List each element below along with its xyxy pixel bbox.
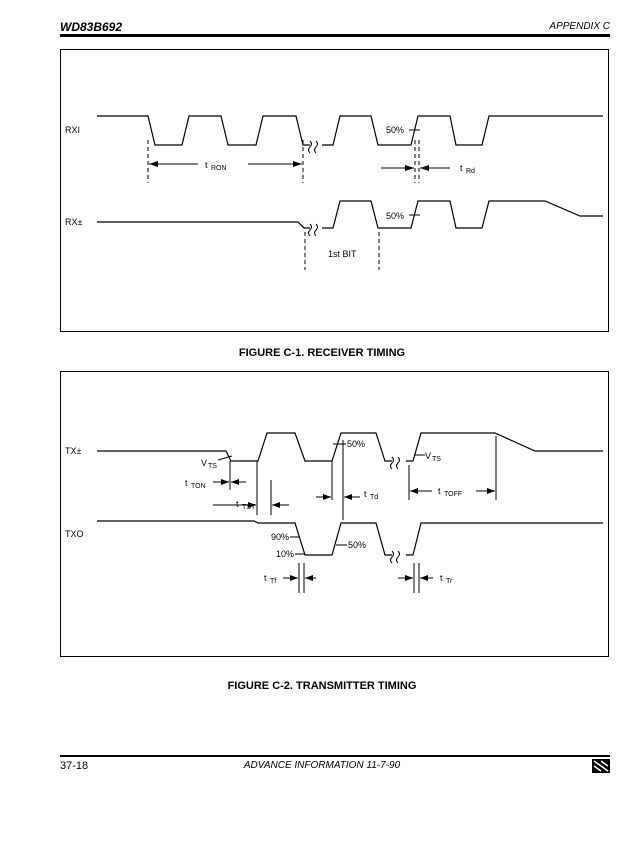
- t-rd-t: t: [460, 163, 463, 173]
- t-tf-t: t: [264, 573, 267, 583]
- pct-50-a: 50%: [386, 125, 404, 135]
- t-tr-t: t: [440, 573, 443, 583]
- txo-waveform: [97, 520, 392, 556]
- advance-information: ADVANCE INFORMATION 11-7-90: [243, 760, 401, 771]
- figure-c2-caption: FIGURE C-2. TRANSMITTER TIMING: [227, 680, 417, 692]
- t-ton-t: t: [185, 478, 188, 488]
- t-toff-t: t: [438, 486, 441, 496]
- header-rule: [60, 34, 610, 37]
- break-symbol: [308, 140, 318, 154]
- t-ron-sub: RON: [211, 165, 227, 172]
- first-bit-label: 1st BIT: [328, 249, 357, 259]
- part-number: WD83B692: [60, 20, 123, 34]
- t-tst-sub: TST: [242, 504, 256, 511]
- t-ton-sub: TON: [191, 483, 206, 490]
- vts-a-v: V: [201, 458, 207, 468]
- page-number: 37-18: [60, 760, 89, 772]
- pct-50-b: 50%: [386, 211, 404, 221]
- t-tf-sub: Tf: [270, 578, 276, 585]
- t-td-t: t: [364, 489, 367, 499]
- txo-label: TXO: [65, 529, 84, 539]
- vts-b-v: V: [425, 451, 431, 461]
- figure-c2-frame: [60, 371, 609, 657]
- tx-label: TX±: [65, 446, 82, 456]
- pct-90: 90%: [271, 532, 289, 542]
- t-tr-sub: Tr: [446, 578, 453, 585]
- pct-50-txo: 50%: [348, 540, 366, 550]
- wd-logo-icon: [592, 759, 610, 773]
- tx-waveform: [97, 432, 392, 462]
- pct-50-tx: 50%: [347, 439, 365, 449]
- rx-label: RX±: [65, 217, 83, 227]
- figure-c1-frame: [60, 49, 609, 332]
- figure-c1-caption: FIGURE C-1. RECEIVER TIMING: [238, 347, 406, 359]
- rxi-label: RXI: [65, 125, 80, 135]
- pct-10: 10%: [276, 549, 294, 559]
- t-rd-sub: Rd: [466, 168, 475, 175]
- vts-b-sub: TS: [432, 456, 441, 463]
- t-toff-sub: TOFF: [444, 491, 462, 498]
- section-title: APPENDIX C: [549, 21, 610, 32]
- t-tst-t: t: [236, 499, 239, 509]
- vts-a-sub: TS: [208, 463, 217, 470]
- rxi-waveform: [97, 115, 310, 146]
- rx-waveform: [97, 221, 310, 229]
- t-ron-t: t: [205, 160, 208, 170]
- footer-rule: [60, 755, 610, 757]
- t-td-sub: Td: [370, 494, 378, 501]
